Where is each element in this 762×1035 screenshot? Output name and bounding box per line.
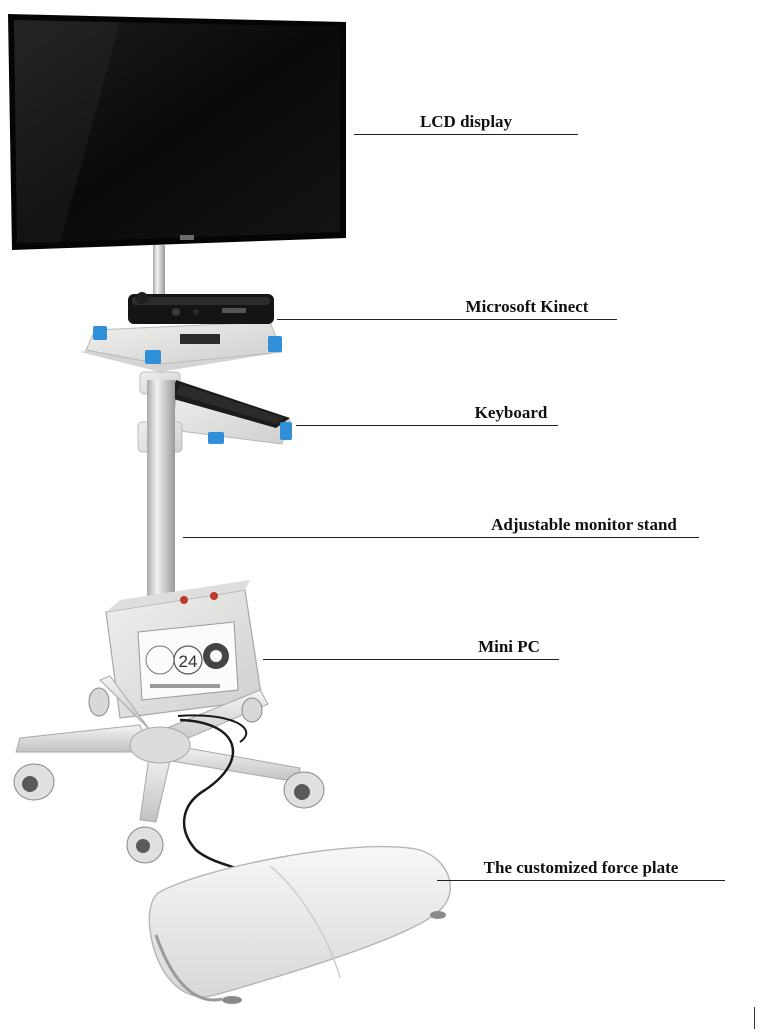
leader-line xyxy=(437,880,725,881)
callout-adjustable-monitor-stand: Adjustable monitor stand xyxy=(183,515,699,539)
callout-microsoft-kinect: Microsoft Kinect xyxy=(277,297,617,321)
callout-label: Keyboard xyxy=(474,403,548,422)
callout-label: Adjustable monitor stand xyxy=(491,515,677,534)
leader-line xyxy=(277,319,617,320)
kinect-shelf xyxy=(80,321,283,372)
callout-label: Mini PC xyxy=(478,637,540,656)
plate-cable xyxy=(179,718,249,874)
kinect-sensor xyxy=(128,292,274,324)
mini-pc: 24 xyxy=(105,580,263,719)
cart-base xyxy=(13,675,325,864)
keyboard-tray xyxy=(170,380,292,445)
pc-sticker xyxy=(137,621,239,701)
adjustable-pole xyxy=(147,380,175,600)
leader-line xyxy=(354,134,578,135)
callout-label: LCD display xyxy=(419,112,513,131)
caster-wheels xyxy=(13,687,325,864)
leader-line xyxy=(183,537,699,538)
lcd-monitor xyxy=(8,14,346,250)
upper-pole xyxy=(153,245,165,305)
pc-sticker-number: 24 xyxy=(179,652,198,671)
leader-line xyxy=(296,425,558,426)
edge-mark xyxy=(754,1007,755,1029)
callout-customized-force-plate: The customized force plate xyxy=(437,858,725,882)
callout-label: Microsoft Kinect xyxy=(465,297,589,316)
leader-line xyxy=(263,659,559,660)
callout-label: The customized force plate xyxy=(483,858,679,877)
callout-keyboard: Keyboard xyxy=(296,403,558,427)
monitor-logo xyxy=(180,235,194,240)
callout-lcd-display: LCD display xyxy=(354,112,578,136)
force-plate xyxy=(148,845,451,1004)
callout-mini-pc: Mini PC xyxy=(263,637,559,661)
